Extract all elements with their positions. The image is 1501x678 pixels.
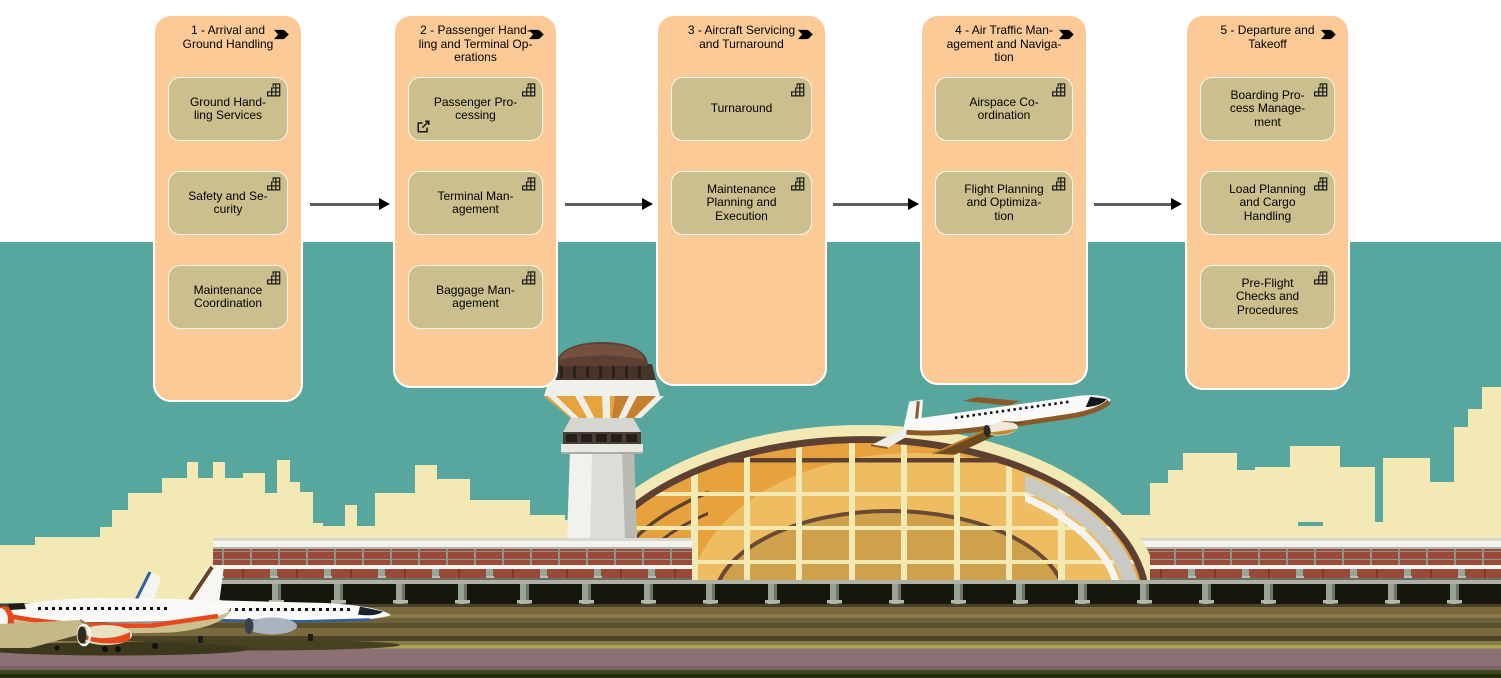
task-card-flight-planning-optimization[interactable]: Flight Planning and Optimiza- tion	[935, 171, 1073, 235]
hierarchy-stairs-icon	[1312, 82, 1329, 98]
task-card-maintenance-planning-execution[interactable]: Maintenance Planning and Execution	[671, 171, 812, 235]
hierarchy-stairs-icon	[1312, 176, 1329, 192]
hierarchy-stairs-icon	[789, 82, 806, 98]
task-card-boarding-process-management[interactable]: Boarding Pro- cess Manage- ment	[1200, 77, 1335, 141]
hierarchy-stairs-icon	[520, 176, 537, 192]
task-label: Safety and Se- curity	[188, 188, 268, 216]
stage-column-aircraft-servicing-turnaround[interactable]: 3 - Aircraft Servicing and Turnaround Tu…	[656, 14, 827, 386]
hierarchy-stairs-icon	[1312, 270, 1329, 286]
stage-column-arrival-ground-handling[interactable]: 1 - Arrival and Ground Handling Ground H…	[153, 14, 303, 402]
hierarchy-stairs-icon	[520, 270, 537, 286]
task-label: Turnaround	[710, 101, 773, 116]
hierarchy-stairs-icon	[1050, 82, 1067, 98]
hierarchy-stairs-icon	[1050, 176, 1067, 192]
task-label: Airspace Co- ordination	[969, 94, 1039, 122]
stage-column-departure-takeoff[interactable]: 5 - Departure and Takeoff Boarding Pro- …	[1185, 14, 1350, 390]
hierarchy-stairs-icon	[789, 176, 806, 192]
task-label: Ground Hand- ling Services	[189, 94, 267, 122]
task-card-maintenance-coordination[interactable]: Maintenance Coordination	[168, 265, 288, 329]
taxiing-plane-red	[0, 565, 250, 656]
flow-arrow-2	[565, 198, 653, 210]
task-card-airspace-coordination[interactable]: Airspace Co- ordination	[935, 77, 1073, 141]
runway-ground	[0, 604, 1501, 678]
external-link-icon[interactable]	[416, 119, 431, 134]
task-label: Baggage Man- agement	[436, 282, 515, 310]
hierarchy-stairs-icon	[265, 176, 282, 192]
task-label: Pre-Flight Checks and Procedures	[1235, 275, 1300, 317]
flow-arrow-3	[833, 198, 919, 210]
task-card-baggage-management[interactable]: Baggage Man- agement	[408, 265, 543, 329]
task-card-turnaround[interactable]: Turnaround	[671, 77, 812, 141]
hierarchy-stairs-icon	[520, 82, 537, 98]
task-label: Passenger Pro- cessing	[433, 94, 518, 122]
hierarchy-stairs-icon	[265, 270, 282, 286]
flow-arrow-4	[1094, 198, 1182, 210]
task-label: Terminal Man- agement	[437, 188, 514, 216]
flying-plane	[870, 395, 1111, 455]
stage-title: 5 - Departure and Takeoff	[1220, 23, 1315, 51]
stage-title: 3 - Aircraft Servicing and Turnaround	[687, 23, 796, 51]
task-label: Flight Planning and Optimiza- tion	[964, 181, 1044, 223]
colonnade	[205, 580, 1501, 604]
flow-arrow-1	[310, 198, 390, 210]
hierarchy-stairs-icon	[265, 82, 282, 98]
task-label: Load Planning and Cargo Handling	[1229, 181, 1306, 223]
stage-column-passenger-handling-terminal-ops[interactable]: 2 - Passenger Hand- ling and Terminal Op…	[393, 14, 558, 388]
task-label: Boarding Pro- cess Manage- ment	[1229, 87, 1306, 129]
task-card-pre-flight-checks-procedures[interactable]: Pre-Flight Checks and Procedures	[1200, 265, 1335, 329]
task-card-terminal-management[interactable]: Terminal Man- agement	[408, 171, 543, 235]
task-card-passenger-processing[interactable]: Passenger Pro- cessing	[408, 77, 543, 141]
stage-title: 1 - Arrival and Ground Handling	[182, 23, 274, 51]
task-card-safety-and-security[interactable]: Safety and Se- curity	[168, 171, 288, 235]
stage-title: 4 - Air Traffic Man- agement and Naviga-…	[946, 23, 1062, 65]
task-label: Maintenance Coordination	[193, 282, 263, 310]
task-label: Maintenance Planning and Execution	[706, 181, 777, 223]
stage-title: 2 - Passenger Hand- ling and Terminal Op…	[418, 23, 533, 65]
task-card-load-planning-cargo-handling[interactable]: Load Planning and Cargo Handling	[1200, 171, 1335, 235]
task-card-ground-handling-services[interactable]: Ground Hand- ling Services	[168, 77, 288, 141]
stage-column-air-traffic-management-navigation[interactable]: 4 - Air Traffic Man- agement and Naviga-…	[920, 14, 1088, 385]
